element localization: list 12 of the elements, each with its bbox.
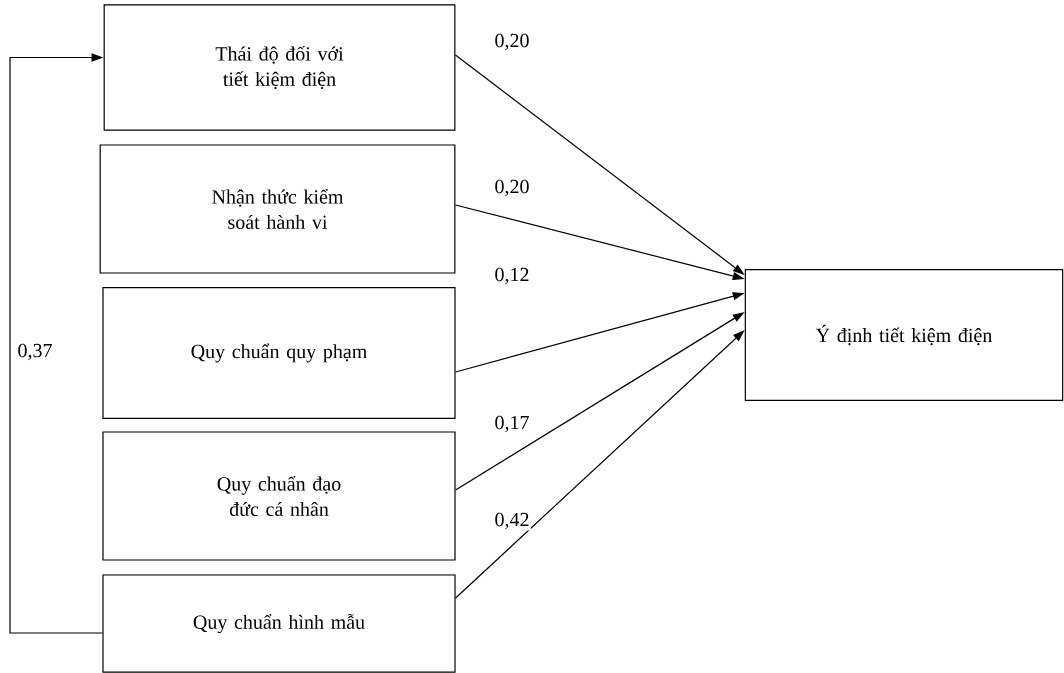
concept-box: Thái độ đối với tiết kiệm điện bbox=[103, 4, 456, 131]
concept-box: Ý định tiết kiệm điện bbox=[744, 269, 1064, 401]
concept-box: Nhận thức kiểm soát hành vi bbox=[99, 144, 456, 274]
concept-box: Quy chuẩn hình mẫu bbox=[102, 574, 456, 673]
edge-label: 0,20 bbox=[493, 32, 531, 52]
edge-label: 0,37 bbox=[16, 342, 54, 362]
edge-label: 0,20 bbox=[493, 178, 531, 198]
edge-label: 0,42 bbox=[493, 511, 531, 531]
concept-box: Quy chuẩn quy phạm bbox=[102, 287, 456, 419]
edge-label: 0,12 bbox=[493, 266, 531, 286]
edge-label: 0,17 bbox=[493, 414, 531, 434]
concept-box: Quy chuẩn đạo đức cá nhân bbox=[102, 431, 456, 561]
